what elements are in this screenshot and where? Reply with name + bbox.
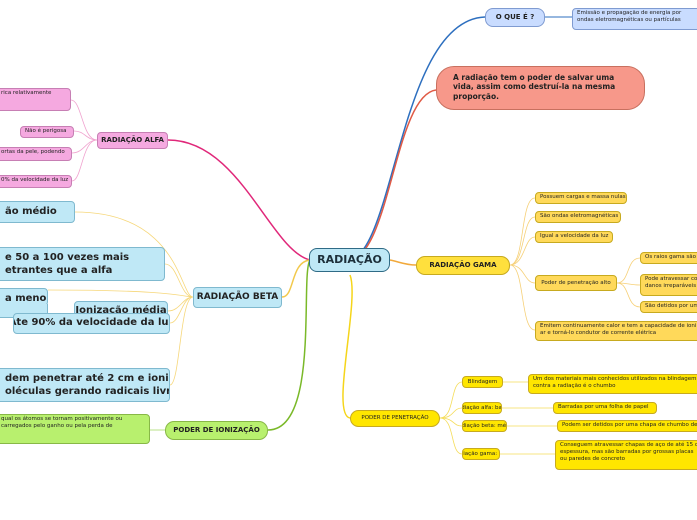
gama-sub-item[interactable]: Os raios gama são <box>640 252 697 264</box>
penetracao-label[interactable]: Blindagem <box>462 376 503 388</box>
link-oque <box>349 16 486 261</box>
penetracao-label[interactable]: Radiação gama: alta <box>462 448 500 460</box>
link-beta <box>281 259 311 298</box>
link-note <box>349 89 437 261</box>
penetracao-detail[interactable]: Conseguem atravessar chapas de aço de at… <box>555 440 697 470</box>
link-gama <box>389 259 417 266</box>
gama-sub-item[interactable]: São detidos por um <box>640 301 697 313</box>
root-node[interactable]: RADIAÇÃO <box>309 248 390 272</box>
gama-node[interactable]: RADIAÇÃO GAMA <box>416 256 510 275</box>
penetracao-label[interactable]: Radiação beta: médio <box>462 420 507 432</box>
penetracao-detail[interactable]: Um dos materiais mais conhecidos utiliza… <box>528 374 697 394</box>
oque-definition[interactable]: Emissão e propagação de energia por onda… <box>572 8 697 30</box>
beta-node[interactable]: RADIAÇÃO BETA <box>193 287 282 308</box>
penetracao-node[interactable]: PODER DE PENETRAÇÃO <box>350 410 440 427</box>
gama-item[interactable]: São ondas eletromagnéticas <box>535 211 621 223</box>
alfa-item[interactable]: rica relativamente <box>0 88 71 111</box>
alfa-item[interactable]: ortas da pele, podendo <box>0 147 72 161</box>
beta-item[interactable]: ão médio <box>0 201 75 223</box>
gama-sub-item[interactable]: Pode atravessar co danos irreparáveis <box>640 274 697 296</box>
beta-item[interactable]: e 50 a 100 vezes mais etrantes que a alf… <box>0 247 165 281</box>
oque-node[interactable]: O QUE É ? <box>485 8 545 27</box>
gama-item[interactable]: Poder de penetração alto <box>535 275 617 291</box>
gama-item[interactable]: Igual a velocidade da luz <box>535 231 613 243</box>
gama-item[interactable]: Emitem continuamente calor e tem a capac… <box>535 321 697 341</box>
beta-item[interactable]: Ate 90% da velocidade da luz <box>13 313 170 334</box>
beta-item[interactable]: dem penetrar até 2 cm e ionizar oléculas… <box>0 368 170 402</box>
ionizacao-detail[interactable]: qual os átomos se tornam positivamente o… <box>0 414 150 444</box>
alfa-node[interactable]: RADIAÇÃO ALFA <box>97 132 168 149</box>
penetracao-detail[interactable]: Podem ser detidos por uma chapa de chumb… <box>557 420 697 432</box>
link-ionizacao <box>267 259 311 431</box>
gama-item[interactable]: Possuem cargas e massa nulas <box>535 192 627 204</box>
penetracao-label[interactable]: Radiação alfa: baixo <box>462 402 502 414</box>
alfa-item[interactable]: 0% da velocidade da luz <box>0 175 72 188</box>
note-node[interactable]: A radiação tem o poder de salvar uma vid… <box>436 66 645 110</box>
ionizacao-node[interactable]: PODER DE IONIZAÇÃO <box>165 421 268 440</box>
alfa-item[interactable]: Não é perigosa <box>20 126 74 138</box>
link-penetracao <box>342 274 353 419</box>
penetracao-detail[interactable]: Barradas por uma folha de papel <box>553 402 657 414</box>
link-alfa <box>167 139 311 261</box>
